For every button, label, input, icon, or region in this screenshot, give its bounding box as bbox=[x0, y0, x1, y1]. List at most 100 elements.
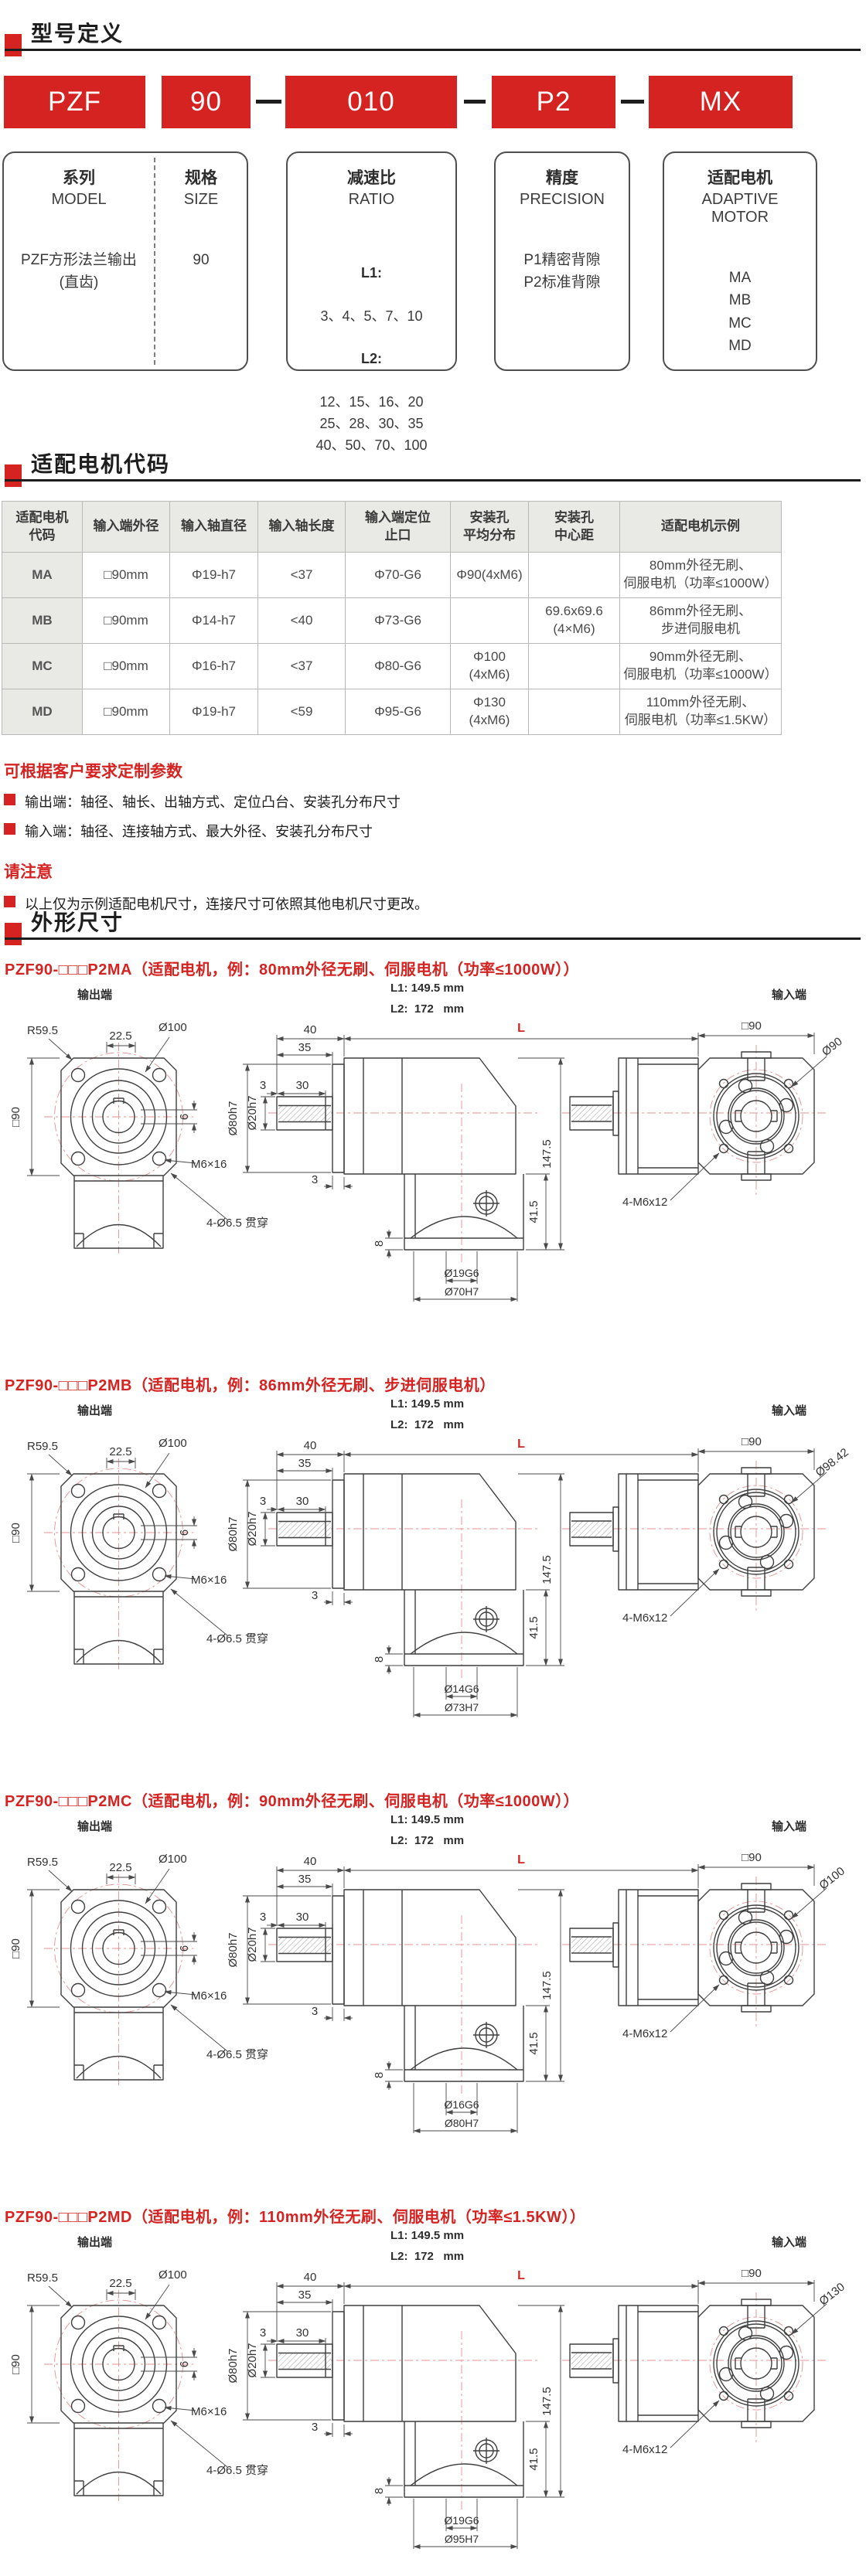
dimension-diagram: PZF90-□□□P2MA（适配电机，例：80mm外径无刷、伺服电机（功率≤10… bbox=[0, 951, 866, 1366]
red-square-bullet bbox=[4, 794, 15, 805]
dim-input-circle: Ø90 bbox=[820, 1035, 845, 1059]
dim-3: 3 bbox=[260, 1495, 266, 1508]
section-rule bbox=[5, 938, 861, 940]
card-series-value: PZF方形法兰输出 (直齿) bbox=[21, 252, 137, 291]
dimension-labels: R59.5 22.5 Ø100 □90 6 M6×16 4-Ø6.5 贯穿 40… bbox=[9, 2267, 847, 2545]
card-precision: 精度 PRECISION P1精密背隙 P2标准背隙 bbox=[494, 151, 630, 371]
dimension-labels: R59.5 22.5 Ø100 □90 6 M6×16 4-Ø6.5 贯穿 40… bbox=[9, 1435, 851, 1713]
side-section-view bbox=[276, 1473, 524, 1666]
side-section-view bbox=[276, 1889, 524, 2082]
dim-35: 35 bbox=[298, 1041, 312, 1054]
side-section-view bbox=[276, 2305, 524, 2498]
input-end-label: 输入端 bbox=[772, 2236, 807, 2249]
cell: Φ16-h7 bbox=[169, 643, 258, 689]
dim-m6x16: M6×16 bbox=[191, 1158, 227, 1171]
col-header-hole-circle: 安装孔 平均分布 bbox=[450, 501, 529, 553]
cell: <37 bbox=[257, 552, 346, 598]
dimension-lines bbox=[27, 1864, 827, 2133]
table-row: MB □90mm Φ14-h7 <40 Φ73-G6 69.6x69.6 (4×… bbox=[2, 597, 782, 644]
dimension-labels: R59.5 22.5 Ø100 □90 6 M6×16 4-Ø6.5 贯穿 40… bbox=[9, 1019, 845, 1298]
cell bbox=[450, 597, 529, 644]
code-segment-motor: MX bbox=[649, 76, 793, 128]
input-end-label: 输入端 bbox=[772, 1820, 807, 1833]
centerlines bbox=[44, 1043, 828, 1264]
dim-8: 8 bbox=[373, 2072, 386, 2078]
col-header-shaft-dia: 输入轴直径 bbox=[169, 501, 258, 553]
dim-35: 35 bbox=[298, 1873, 312, 1886]
dim-phi80h7: Ø80h7 bbox=[227, 1101, 240, 1135]
card-ratio-label-en: RATIO bbox=[348, 191, 395, 208]
cell: Φ80-G6 bbox=[345, 643, 451, 689]
dim-output-bore: Ø16G6 bbox=[444, 2098, 479, 2111]
note-bullet: 输入端：轴径、连接轴方式、最大外径、安装孔分布尺寸 bbox=[4, 821, 777, 841]
cell: Φ130 (4xM6) bbox=[450, 689, 529, 735]
input-end-view bbox=[569, 1467, 815, 1597]
table-header-row: 适配电机 代码 输入端外径 输入轴直径 输入轴长度 输入端定位 止口 安装孔 平… bbox=[2, 501, 782, 553]
dim-phi100: Ø100 bbox=[159, 1853, 187, 1866]
dim-output-spigot: Ø95H7 bbox=[445, 2533, 479, 2545]
dimension-lines bbox=[27, 2280, 827, 2549]
dim-m6x12: 4-M6x12 bbox=[622, 2027, 667, 2040]
dim-phi80h7: Ø80h7 bbox=[227, 2348, 240, 2383]
notice-title: 请注意 bbox=[4, 863, 53, 881]
l2-length-label: L2: 172 mm bbox=[390, 1834, 465, 1847]
code-separator-2 bbox=[464, 100, 486, 104]
card-precision-value: P1精密背隙 P2标准背隙 bbox=[523, 252, 601, 291]
dim-147-5: 147.5 bbox=[540, 1555, 554, 1584]
ratio-l2-values: 12、15、16、20 25、28、30、35 40、50、70、100 bbox=[315, 394, 428, 454]
cell: Φ70-G6 bbox=[345, 552, 451, 598]
col-header-hole-pitch: 安装孔 中心距 bbox=[528, 501, 620, 553]
centerlines bbox=[44, 1458, 828, 1680]
dim-40: 40 bbox=[304, 1023, 317, 1036]
input-shaft-hatch bbox=[571, 1521, 612, 1537]
dim-41-5: 41.5 bbox=[527, 1616, 540, 1638]
col-header-motor-code: 适配电机 代码 bbox=[2, 501, 83, 553]
shaft-section-hatch bbox=[278, 1521, 331, 1538]
ratio-l1-label: L1: bbox=[361, 264, 382, 281]
dim-22-5: 22.5 bbox=[109, 1861, 131, 1874]
dim-8: 8 bbox=[373, 2488, 386, 2494]
card-precision-label-cn: 精度 bbox=[546, 169, 578, 187]
dim-through-holes: 4-Ø6.5 贯穿 bbox=[206, 1632, 268, 1645]
card-size-value: 90 bbox=[193, 252, 210, 268]
dim-key-6: 6 bbox=[178, 1530, 191, 1536]
l2-length-label: L2: 172 mm bbox=[390, 2250, 465, 2263]
cell: 69.6x69.6 (4×M6) bbox=[528, 597, 620, 644]
red-square-bullet bbox=[5, 464, 22, 487]
card-ratio: 减速比 RATIO L1: 3、4、5、7、10 L2: 12、15、16、20… bbox=[286, 151, 457, 453]
l1-length-label: L1: 149.5 mm bbox=[390, 982, 465, 995]
dim-3: 3 bbox=[260, 2326, 266, 2339]
dim-key-6: 6 bbox=[178, 2361, 191, 2367]
red-square-bullet bbox=[4, 896, 15, 907]
output-end-label: 输出端 bbox=[77, 1820, 113, 1833]
dim-square-90: □90 bbox=[9, 1107, 22, 1127]
dim-through-holes: 4-Ø6.5 贯穿 bbox=[206, 2048, 268, 2061]
shaft-section-hatch bbox=[278, 2353, 331, 2370]
dim-41-5: 41.5 bbox=[527, 2032, 540, 2054]
dim-output-spigot: Ø80H7 bbox=[445, 2117, 479, 2129]
dim-40: 40 bbox=[304, 2271, 317, 2284]
dim-m6x16: M6×16 bbox=[191, 1574, 227, 1587]
cell: Φ95-G6 bbox=[345, 689, 451, 735]
cell: □90mm bbox=[82, 689, 170, 735]
dim-3: 3 bbox=[260, 1079, 266, 1092]
dimension-diagram: PZF90-□□□P2MB（适配电机，例：86mm外径无刷、步进伺服电机） 输出… bbox=[0, 1366, 866, 1782]
cell: <40 bbox=[257, 597, 346, 644]
dim-key-6: 6 bbox=[178, 1114, 191, 1120]
dim-3b: 3 bbox=[312, 1589, 318, 1602]
dim-3b: 3 bbox=[312, 2421, 318, 2434]
dim-phi20h7: Ø20h7 bbox=[246, 1095, 259, 1130]
cell bbox=[528, 643, 620, 689]
dim-input-circle: Ø100 bbox=[817, 1864, 847, 1892]
section-title-dimensions: 外形尺寸 bbox=[31, 910, 124, 934]
section-title-motor-code: 适配电机代码 bbox=[31, 452, 171, 476]
centerlines bbox=[44, 1874, 828, 2096]
model-code-legend: 系列 MODEL PZF方形法兰输出 (直齿) 规格 SIZE 90 减速比 R… bbox=[0, 151, 866, 453]
diagram-title: PZF90-□□□P2MB（适配电机，例：86mm外径无刷、步进伺服电机） bbox=[5, 1377, 496, 1394]
cell: 90mm外径无刷、 伺服电机（功率≤1000W） bbox=[619, 643, 782, 689]
cell: Φ14-h7 bbox=[169, 597, 258, 644]
cell bbox=[528, 689, 620, 735]
note-text: 输入端：轴径、连接轴方式、最大外径、安装孔分布尺寸 bbox=[25, 824, 373, 839]
ratio-l1-values: 3、4、5、7、10 bbox=[320, 308, 423, 324]
